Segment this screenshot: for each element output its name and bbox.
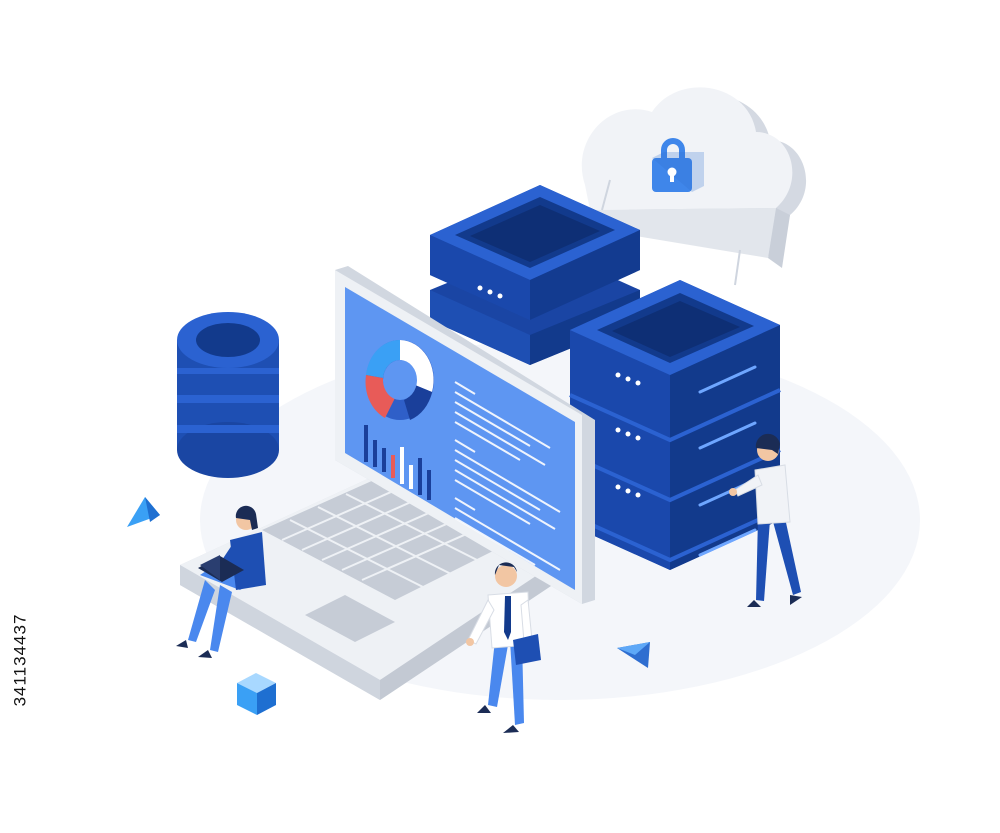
person-man-with-folder <box>466 562 541 733</box>
database-cylinder <box>177 312 279 478</box>
stock-image-id-text: 341134437 <box>10 613 29 707</box>
person-man-at-server <box>729 433 802 607</box>
screen-text-lines <box>454 381 561 571</box>
person-woman-with-laptop <box>176 505 266 658</box>
server-tower-front <box>569 280 781 570</box>
screen-bar-chart <box>364 425 431 500</box>
decor-pyramid-right <box>617 642 650 668</box>
screen-donut-chart <box>365 339 434 420</box>
laptop <box>180 266 595 700</box>
lock-icon <box>652 138 704 192</box>
stock-image-id: 341134437 <box>8 600 32 720</box>
trackpad <box>305 595 395 642</box>
decor-cube <box>237 673 276 715</box>
cloud-lock <box>581 87 807 286</box>
decor-pyramid-left <box>127 497 160 527</box>
